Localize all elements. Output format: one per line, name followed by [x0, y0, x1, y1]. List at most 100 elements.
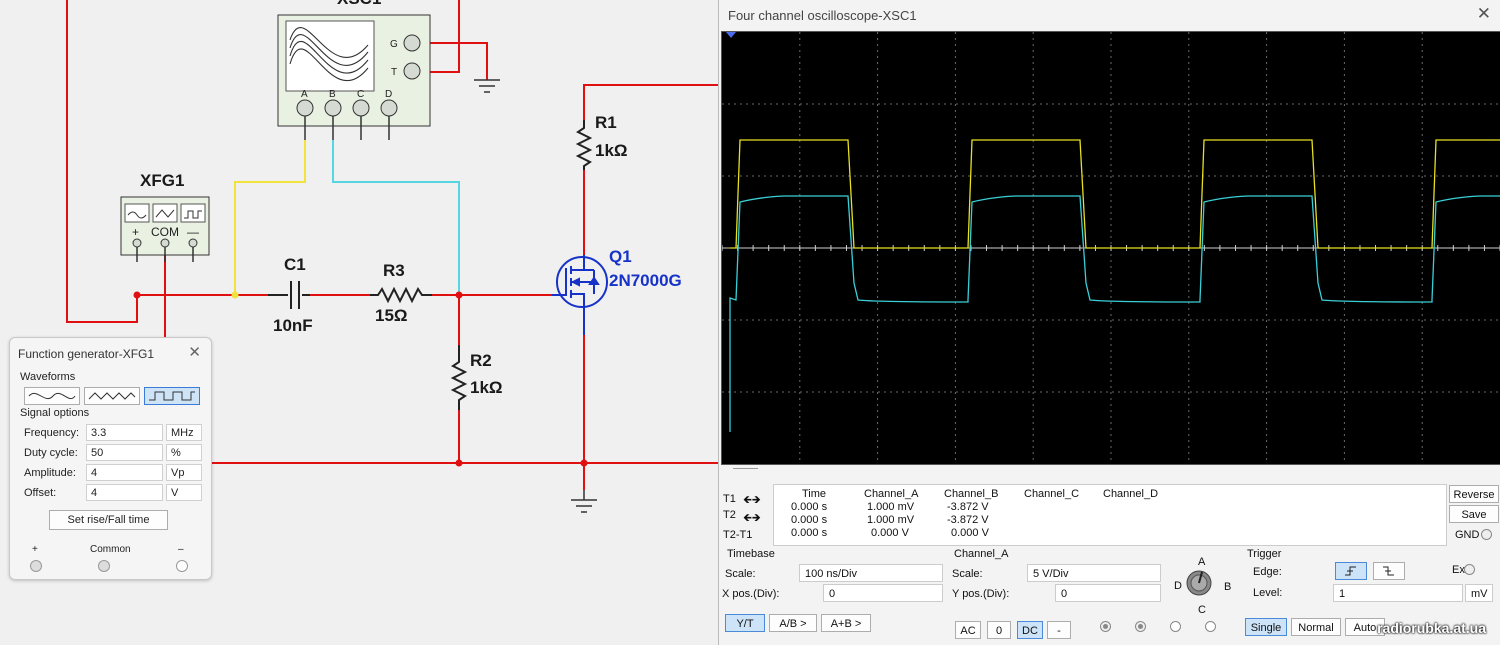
channel-label: Channel_A [954, 548, 1009, 560]
channel-b-terminal[interactable] [1135, 621, 1146, 632]
zero-coupling-button[interactable]: 0 [987, 621, 1011, 639]
timebase-label: Timebase [727, 548, 775, 560]
r2-value: 1kΩ [470, 378, 503, 397]
timebase-scale-input[interactable]: 100 ns/Div [799, 564, 943, 582]
xfg1-symbol[interactable]: XFG1 + COM — [120, 171, 210, 262]
yt-mode-button[interactable]: Y/T [725, 614, 765, 632]
q1-ref: Q1 [609, 247, 632, 266]
square-wave-button[interactable] [144, 387, 200, 405]
scope-screen[interactable] [721, 31, 1500, 465]
knob-a-label: A [1198, 556, 1206, 568]
scope-display [721, 32, 1500, 464]
frequency-input[interactable]: 3.3 [86, 424, 163, 441]
close-icon[interactable]: ✕ [1476, 4, 1491, 23]
separator [733, 468, 758, 469]
watermark: radiorubka.at.ua [1377, 620, 1486, 636]
r1-resistor[interactable]: R1 1kΩ [575, 113, 628, 170]
dt-channel-b: 0.000 V [951, 527, 989, 539]
col-time: Time [802, 488, 827, 500]
dt-time: 0.000 s [791, 527, 828, 539]
save-button[interactable]: Save [1449, 505, 1499, 523]
a-plus-b-mode-button[interactable]: A+B > [821, 614, 871, 632]
amplitude-row: Amplitude: 4 Vp [24, 464, 202, 483]
minus-terminal[interactable] [176, 560, 188, 572]
frequency-unit[interactable]: MHz [166, 424, 202, 441]
rising-edge-button[interactable] [1335, 562, 1367, 580]
r2-resistor[interactable]: R2 1kΩ [450, 345, 503, 410]
reverse-button[interactable]: Reverse [1449, 485, 1499, 503]
knob-d-label: D [1174, 580, 1182, 592]
dt-channel-a: 0.000 V [871, 527, 909, 539]
ext-label: Ext [1452, 564, 1468, 576]
minus-coupling-button[interactable]: - [1047, 621, 1071, 639]
level-input[interactable]: 1 [1333, 584, 1463, 602]
ac-coupling-button[interactable]: AC [955, 621, 981, 639]
readout-panel: Time Channel_A Channel_B Channel_C Chann… [773, 484, 1447, 546]
t1-cursor-arrows-icon[interactable]: 🡸🡺 [743, 494, 761, 506]
pin-a-label: A [301, 89, 308, 100]
common-terminal[interactable] [98, 560, 110, 572]
knob-b-label: B [1224, 581, 1232, 593]
c1-value: 10nF [273, 316, 313, 335]
falling-edge-button[interactable] [1373, 562, 1405, 580]
channel-c-terminal[interactable] [1170, 621, 1181, 632]
edge-label: Edge: [1253, 566, 1282, 578]
y-pos-input[interactable]: 0 [1055, 584, 1161, 602]
channel-selector-knob-icon[interactable] [1184, 568, 1214, 598]
rising-edge-icon [1345, 566, 1356, 576]
normal-trigger-button[interactable]: Normal [1291, 618, 1341, 636]
duty-cycle-input[interactable]: 50 [86, 444, 163, 461]
schematic-canvas[interactable]: XSC1 G T A B C D XFG1 [0, 0, 720, 645]
c1-capacitor[interactable]: C1 10nF [268, 255, 313, 335]
duty-cycle-row: Duty cycle: 50 % [24, 444, 202, 463]
triangle-wave-button[interactable] [84, 387, 140, 405]
channel-scale-input[interactable]: 5 V/Div [1027, 564, 1161, 582]
offset-label: Offset: [24, 487, 57, 499]
falling-edge-icon [1383, 566, 1394, 576]
knob-c-label: C [1198, 604, 1206, 616]
oscilloscope-window[interactable]: Four channel oscilloscope-XSC1 ✕ T1 T2 T… [718, 0, 1500, 645]
auto-trigger-button[interactable]: Auto [1345, 618, 1385, 636]
fg-window-title: Function generator-XFG1 [18, 347, 155, 361]
level-unit[interactable]: mV [1465, 584, 1493, 602]
single-trigger-button[interactable]: Single [1245, 618, 1287, 636]
amplitude-label: Amplitude: [24, 467, 76, 479]
channel-d-terminal[interactable] [1205, 621, 1216, 632]
col-channel-d: Channel_D [1103, 488, 1159, 500]
osc-window-title: Four channel oscilloscope-XSC1 [728, 8, 917, 23]
r3-resistor[interactable]: R3 15Ω [370, 261, 432, 325]
channel-scale-label: Scale: [952, 568, 983, 580]
ext-trigger-terminal[interactable] [1464, 564, 1475, 575]
plus-terminal-label: + [32, 544, 38, 555]
amplitude-unit[interactable]: Vp [166, 464, 202, 481]
offset-input[interactable]: 4 [86, 484, 163, 501]
x-pos-input[interactable]: 0 [823, 584, 943, 602]
function-generator-window[interactable]: Function generator-XFG1 ✕ Waveforms Sign… [9, 337, 212, 580]
y-pos-label: Y pos.(Div): [952, 588, 1010, 600]
channel-b-trace [729, 195, 1500, 432]
close-icon[interactable]: ✕ [188, 344, 201, 361]
frequency-label: Frequency: [24, 427, 80, 439]
col-channel-a: Channel_A [864, 488, 919, 500]
offset-row: Offset: 4 V [24, 484, 202, 503]
channel-a-terminal[interactable] [1100, 621, 1111, 632]
minus-terminal-label: – [178, 544, 184, 555]
pin-t-label: T [391, 67, 397, 78]
q1-value: 2N7000G [609, 271, 682, 290]
gnd-terminal[interactable] [1481, 529, 1492, 540]
sine-wave-icon [28, 392, 76, 400]
xsc1-symbol[interactable]: XSC1 G T A B C D [277, 0, 431, 140]
signal-options-label: Signal options [20, 407, 90, 419]
t1-channel-b: -3.872 V [947, 501, 989, 513]
ab-mode-button[interactable]: A/B > [769, 614, 817, 632]
q1-mosfet[interactable] [552, 255, 608, 335]
sine-wave-button[interactable] [24, 387, 80, 405]
t2-t1-label: T2-T1 [723, 529, 753, 541]
t2-cursor-arrows-icon[interactable]: 🡸🡺 [743, 512, 761, 524]
offset-unit[interactable]: V [166, 484, 202, 501]
plus-terminal[interactable] [30, 560, 42, 572]
set-rise-fall-time-button[interactable]: Set rise/Fall time [49, 510, 168, 530]
dc-coupling-button[interactable]: DC [1017, 621, 1043, 639]
amplitude-input[interactable]: 4 [86, 464, 163, 481]
r3-ref: R3 [383, 261, 405, 280]
